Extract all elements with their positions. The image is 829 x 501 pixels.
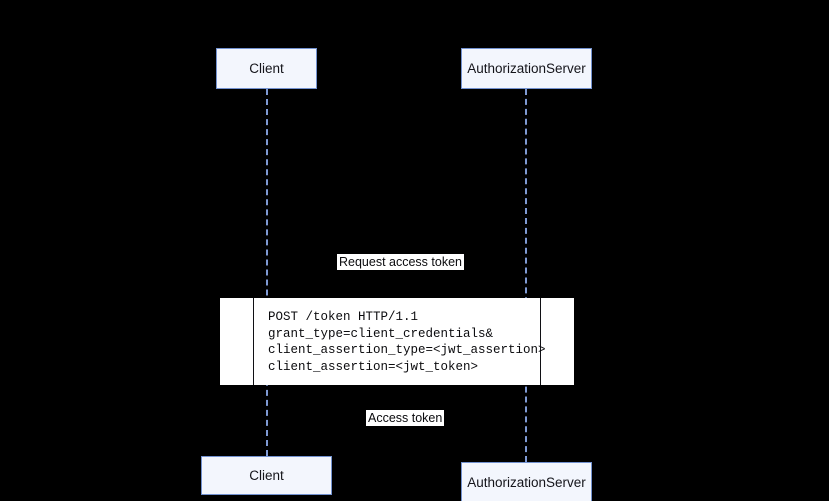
note-code-text: POST /token HTTP/1.1 grant_type=client_c… bbox=[268, 310, 546, 374]
message-label-request-access-token: Request access token bbox=[337, 254, 464, 270]
participant-box-authorization-server-top[interactable]: AuthorizationServer bbox=[461, 48, 592, 89]
message-label-access-token: Access token bbox=[366, 410, 445, 426]
participant-box-authorization-server-bottom[interactable]: AuthorizationServer bbox=[461, 462, 592, 501]
note-token-request: POST /token HTTP/1.1 grant_type=client_c… bbox=[220, 298, 574, 385]
note-divider-right bbox=[540, 298, 541, 385]
participant-label-client-bottom: Client bbox=[249, 467, 284, 483]
participant-label-authorization-server-top: AuthorizationServer bbox=[467, 60, 586, 76]
participant-box-client-top[interactable]: Client bbox=[216, 48, 317, 89]
lifeline-authorization-server bbox=[525, 89, 527, 462]
participant-box-client-bottom[interactable]: Client bbox=[201, 456, 332, 495]
lifeline-client bbox=[266, 89, 268, 456]
participant-label-client-top: Client bbox=[249, 60, 284, 76]
note-divider-left bbox=[253, 298, 254, 385]
participant-label-authorization-server-bottom: AuthorizationServer bbox=[467, 475, 586, 491]
